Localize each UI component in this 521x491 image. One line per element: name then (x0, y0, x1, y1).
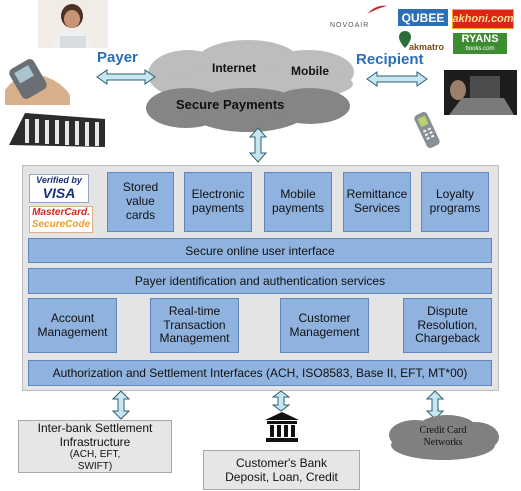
account-management-box: Account Management (28, 298, 117, 353)
verified-by-visa-logo: Verified by VISA (29, 174, 89, 203)
panel-interbank-arrow (112, 390, 130, 420)
phone-in-hand-photo (0, 50, 75, 105)
akmatro-logo: akmatro (398, 30, 450, 52)
card-networks-cloud (389, 415, 499, 460)
settlement-interfaces-bar: Authorization and Settlement Interfaces … (28, 360, 492, 386)
mastercard-securecode-logo: MasterCard. SecureCode (29, 206, 93, 233)
cloud-panel-arrow (249, 127, 267, 163)
ryans-logo: RYANS books.com (453, 33, 507, 54)
card-networks-label: Credit Card Networks (419, 425, 467, 448)
payer-label: Payer (97, 49, 138, 66)
stored-value-cards-box: Stored value cards (107, 172, 174, 232)
recipient-label: Recipient (356, 51, 424, 68)
customer-management-box: Customer Management (280, 298, 369, 353)
novoair-logo: NOVOAIR (330, 5, 388, 29)
loyalty-programs-box: Loyalty programs (421, 172, 489, 232)
secure-online-ui-bar: Secure online user interface (28, 238, 492, 263)
laptop-user-photo (444, 70, 517, 115)
mobile-phone-photo (414, 112, 440, 148)
payer-cloud-arrow (96, 69, 156, 85)
cloud-shape (146, 40, 354, 132)
woman-photo (38, 0, 108, 48)
akhoni-logo: akhoni.com (452, 9, 514, 29)
interbank-settlement-box: Inter-bank Settlement Infrastructure (AC… (18, 420, 172, 473)
cloud-secure-payments-label: Secure Payments (176, 97, 285, 112)
transaction-management-box: Real-time Transaction Management (150, 298, 239, 353)
panel-bank-arrow (272, 390, 290, 412)
customers-bank-box: Customer's Bank Deposit, Loan, Credit (203, 450, 360, 490)
mobile-payments-box: Mobile payments (264, 172, 332, 232)
bank-building-icon (265, 412, 299, 442)
payer-auth-services-bar: Payer identification and authentication … (28, 268, 492, 294)
building-photo (5, 105, 110, 150)
dispute-resolution-box: Dispute Resolution, Chargeback (403, 298, 492, 353)
electronic-payments-box: Electronic payments (184, 172, 252, 232)
qubee-logo: QUBEE (398, 9, 448, 26)
remittance-services-box: Remittance Services (343, 172, 411, 232)
cloud-recipient-arrow (366, 71, 428, 87)
cloud-mobile-label: Mobile (291, 64, 329, 78)
cloud-internet-label: Internet (212, 61, 257, 75)
